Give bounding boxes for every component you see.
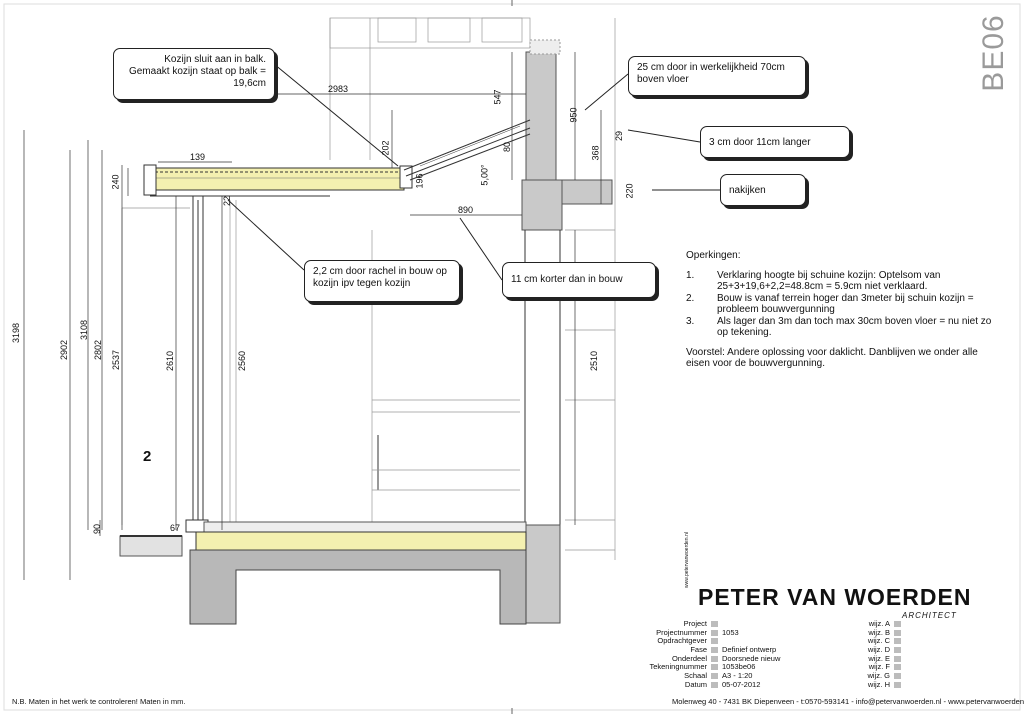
remark-item: 3.Als lager dan 3m dan toch max 30cm bov… bbox=[686, 315, 992, 339]
remark-item: 1.Verklaring hoogte bij schuine kozijn: … bbox=[686, 269, 941, 293]
callout-longer: 3 cm door 11cm langer bbox=[700, 126, 850, 158]
dim-2902: 2902 bbox=[59, 339, 70, 361]
callout-shorter: 11 cm korter dan in bouw bbox=[502, 262, 656, 298]
architect-logo: www.petervanwoerden.nl PETER VAN WOERDEN… bbox=[684, 532, 970, 624]
window-frame bbox=[185, 195, 209, 533]
revision-block: wijz. A wijz. B wijz. C wijz. D wijz. E … bbox=[860, 619, 905, 690]
footer-note: N.B. Maten in het werk te controleren! M… bbox=[12, 697, 186, 706]
dimension-lines bbox=[23, 52, 602, 580]
dim-368: 368 bbox=[590, 145, 601, 161]
masonry-wall bbox=[519, 39, 613, 624]
dim-2802: 2802 bbox=[93, 339, 104, 361]
logo-sub: ARCHITECT bbox=[902, 611, 957, 620]
dim-3198: 3198 bbox=[11, 322, 22, 344]
logo-name: PETER VAN WOERDEN bbox=[698, 584, 972, 610]
dim-angle: 5,00° bbox=[479, 164, 490, 186]
sheet-code: BE06 bbox=[977, 14, 1010, 92]
dim-90: 90 bbox=[92, 523, 103, 535]
dim-220: 220 bbox=[624, 183, 635, 199]
remarks-heading: Operkingen: bbox=[686, 250, 741, 261]
section-number: 2 bbox=[143, 448, 152, 465]
remarks-list: 1.Verklaring hoogte bij schuine kozijn: … bbox=[686, 270, 996, 339]
dim-890: 890 bbox=[458, 205, 474, 215]
callout-check: nakijken bbox=[720, 174, 806, 206]
dim-2510: 2510 bbox=[589, 350, 600, 372]
dim-139: 139 bbox=[190, 152, 206, 162]
flat-roof bbox=[143, 164, 413, 197]
callout-work: 25 cm door in werkelijkheid 70cm boven v… bbox=[628, 56, 806, 96]
remarks-block: Operkingen: 1.Verklaring hoogte bij schu… bbox=[686, 250, 996, 370]
dim-80: 80 bbox=[502, 141, 513, 153]
dim-29: 29 bbox=[614, 130, 625, 142]
dim-202: 202 bbox=[380, 140, 391, 156]
dim-950: 950 bbox=[568, 107, 579, 123]
callout-beam: Kozijn sluit aan in balk. Gemaakt kozijn… bbox=[113, 48, 275, 100]
remark-item: 2.Bouw is vanaf terrein hoger dan 3meter… bbox=[686, 292, 974, 316]
floor-slab bbox=[119, 521, 527, 625]
logo-web: www.petervanwoerden.nl bbox=[684, 532, 690, 588]
dim-547: 547 bbox=[492, 89, 503, 105]
dim-2560: 2560 bbox=[237, 350, 248, 372]
remarks-proposal: Voorstel: Andere oplossing voor daklicht… bbox=[686, 346, 978, 370]
dim-196: 196 bbox=[414, 173, 425, 189]
dim-67: 67 bbox=[170, 523, 181, 533]
dim-2610: 2610 bbox=[165, 350, 176, 372]
dim-2983: 2983 bbox=[328, 84, 349, 94]
footer-address: Molenweg 40 - 7431 BK Diepenveen - t:057… bbox=[672, 697, 1024, 706]
dim-3108: 3108 bbox=[79, 319, 90, 341]
leader-lines bbox=[227, 63, 720, 281]
dim-22: 22 bbox=[222, 195, 233, 207]
callout-rachel: 2,2 cm door rachel in bouw op kozijn ipv… bbox=[304, 260, 460, 302]
dim-2537: 2537 bbox=[111, 349, 122, 371]
sloped-skylight bbox=[403, 119, 531, 181]
dim-240: 240 bbox=[110, 174, 121, 190]
